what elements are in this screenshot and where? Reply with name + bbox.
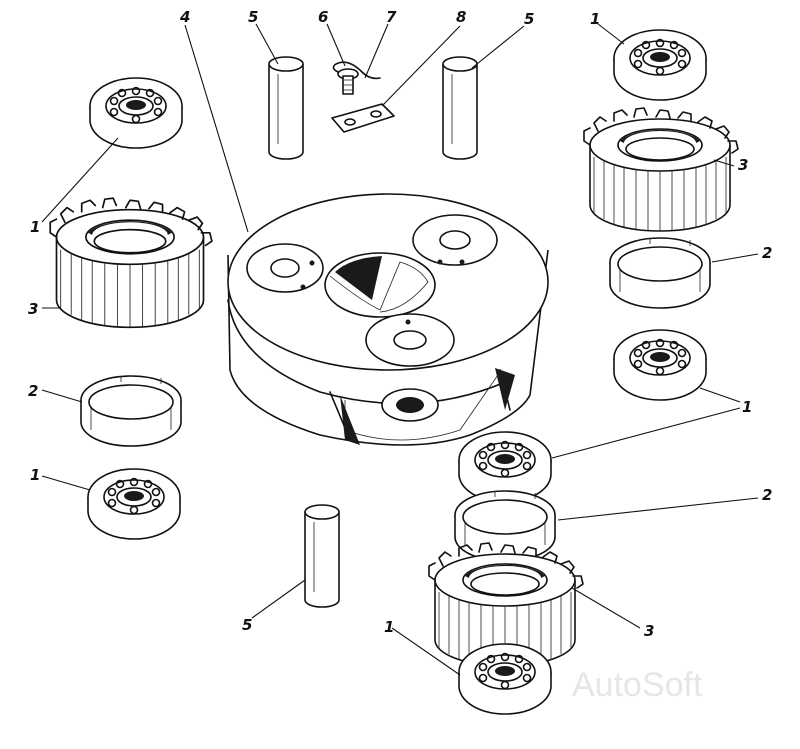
bearing-left-bottom (87, 468, 181, 540)
bearing-bottom-lower (458, 643, 552, 715)
callout-8: 8 (456, 8, 466, 26)
callout-1-bottom: 1 (384, 618, 394, 636)
bearing-right-mid (613, 329, 707, 401)
bushing-left (80, 375, 182, 447)
lock-wire (332, 61, 381, 80)
planet-carrier-housing (227, 193, 549, 446)
callout-4: 4 (179, 8, 190, 26)
leader-lines (41, 23, 759, 676)
watermark: AutoSoft (572, 666, 703, 704)
callout-3-top-right: 3 (738, 156, 748, 174)
callout-5-bottom: 5 (242, 616, 252, 634)
callout-1-left-top: 1 (30, 218, 40, 236)
pin-bottom (304, 504, 340, 608)
callout-1-top-right: 1 (590, 10, 600, 28)
callout-2-right-low: 2 (762, 486, 772, 504)
callout-3-left: 3 (28, 300, 38, 318)
pin-top-right (442, 56, 478, 160)
bearing-left-top (89, 77, 183, 149)
callout-1-left-bottom: 1 (30, 466, 40, 484)
pin-top-left (268, 56, 304, 160)
gear-left (49, 197, 213, 329)
lock-screw (337, 68, 359, 95)
bearing-right-top (613, 29, 707, 101)
callout-6: 6 (318, 8, 328, 26)
lock-plate (331, 103, 395, 133)
callout-2-left: 2 (28, 382, 38, 400)
bushing-right (609, 237, 711, 309)
callout-3-bottom-right: 3 (644, 622, 654, 640)
callout-7: 7 (386, 8, 397, 26)
callout-1-right-mid: 1 (742, 398, 752, 416)
callout-labels: 4 5 6 7 8 5 1 3 2 1 2 3 1 5 1 3 2 1 (28, 8, 772, 640)
gear-right (583, 107, 739, 232)
bushing-bottom (454, 490, 556, 562)
callout-5-top-right: 5 (524, 10, 534, 28)
callout-2-right: 2 (762, 244, 772, 262)
callout-5-top-left: 5 (248, 8, 258, 26)
